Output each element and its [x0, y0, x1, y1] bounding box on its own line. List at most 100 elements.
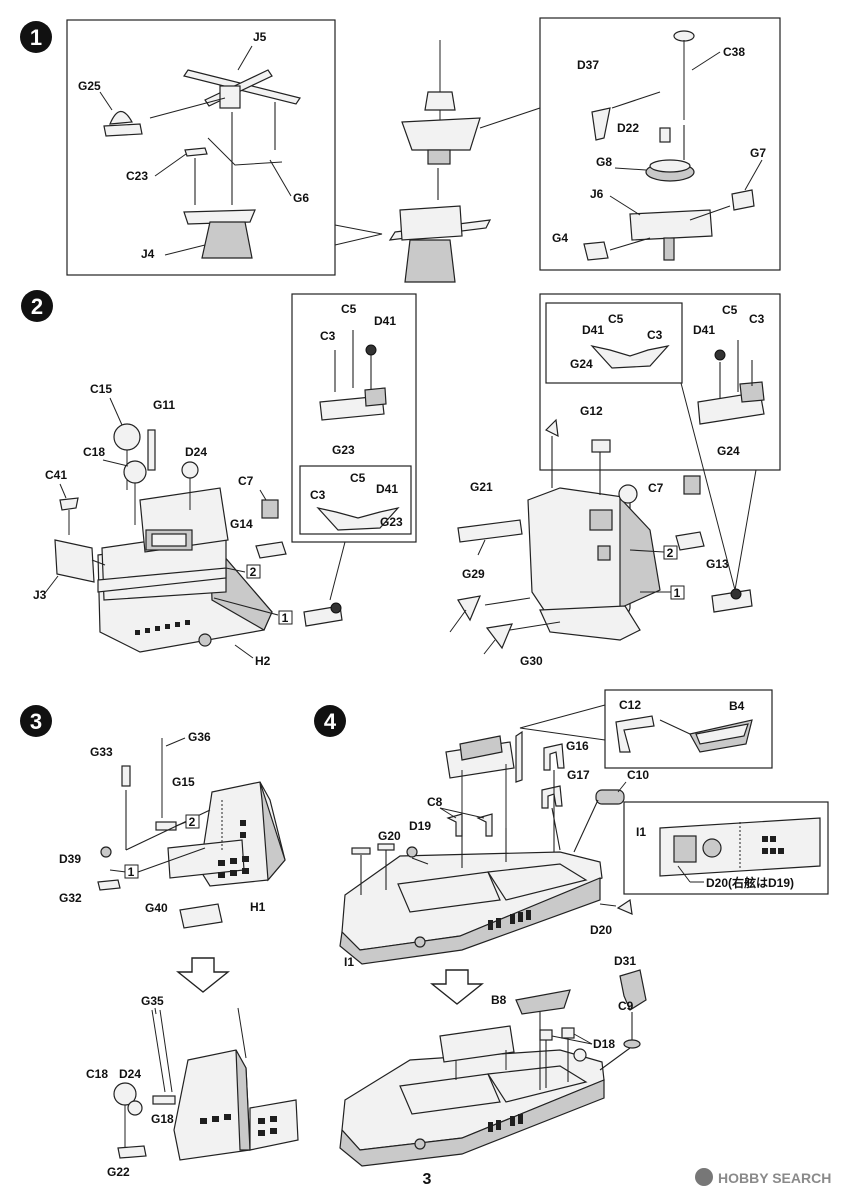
- step-3-badge: [20, 705, 52, 737]
- part-c38: [673, 30, 695, 120]
- callout-1-s3: 1: [128, 865, 135, 879]
- part-g7: [731, 189, 755, 211]
- part-subassembly-1-right: [711, 588, 753, 613]
- step-1-right-frame: [539, 17, 781, 271]
- label-g15: G15: [172, 775, 195, 789]
- step-2-number: 2: [31, 294, 43, 319]
- label-d19: D19: [409, 819, 431, 833]
- step-1-number: 1: [30, 25, 42, 50]
- callout-wedge-3: [519, 704, 606, 741]
- label-g16: G16: [566, 739, 589, 753]
- label-d24-s3: D24: [119, 1067, 141, 1081]
- part-h1: [167, 781, 286, 887]
- label-c15: C15: [90, 382, 112, 396]
- part-g20: [351, 843, 395, 855]
- label-g33: G33: [90, 745, 113, 759]
- label-g20: G20: [378, 829, 401, 843]
- step-4-detail-frame: [623, 801, 829, 895]
- part-i1-detail: [659, 817, 821, 877]
- part-g21: [457, 519, 523, 556]
- label-c10: C10: [627, 768, 649, 782]
- label-c23: C23: [126, 169, 148, 183]
- step-4-boat-frame: [604, 689, 773, 769]
- label-sub-d41: D41: [374, 314, 396, 328]
- label-c8: C8: [427, 795, 443, 809]
- label-g11: G11: [153, 398, 175, 412]
- callout-2: 2: [250, 565, 257, 579]
- step-2-sub-frame-left: [291, 293, 417, 543]
- label-g21: G21: [470, 480, 493, 494]
- callout-1-right: 1: [674, 586, 681, 600]
- part-g16: [543, 743, 565, 771]
- part-i1-deck: [339, 851, 603, 965]
- label-r-inset-d41: D41: [582, 323, 604, 337]
- label-detail-d20: D20(右舷はD19): [706, 875, 794, 890]
- label-c9: C9: [618, 999, 634, 1013]
- part-g32: [97, 879, 121, 891]
- part-g13: [675, 531, 705, 551]
- part-d31: [619, 969, 647, 1011]
- label-inset-c3: C3: [310, 488, 326, 502]
- callout-1: 1: [282, 611, 289, 625]
- step-1-left-frame: [66, 19, 336, 276]
- label-g18: G18: [151, 1112, 174, 1126]
- label-g30: G30: [520, 654, 543, 668]
- label-r-inset-g24: G24: [570, 357, 593, 371]
- label-g7: G7: [750, 146, 766, 160]
- part-g11: [147, 429, 156, 471]
- label-g29: G29: [462, 567, 485, 581]
- label-c41: C41: [45, 468, 67, 482]
- label-inset-g23: G23: [380, 515, 403, 529]
- label-g17: G17: [567, 768, 590, 782]
- callout-wedge-right: [479, 107, 541, 160]
- label-g8: G8: [596, 155, 612, 169]
- label-c38: C38: [723, 45, 745, 59]
- label-sub-c5: C5: [341, 302, 357, 316]
- part-d39: [100, 846, 112, 858]
- watermark: HOBBY SEARCH: [695, 1168, 831, 1186]
- callout-box-2-right: [663, 545, 678, 560]
- step-4-badge: [314, 705, 346, 737]
- part-subassembly-1: [303, 602, 343, 627]
- step-2-sub-frame-right: [539, 293, 781, 471]
- label-j5: J5: [253, 30, 267, 44]
- part-d37: [591, 107, 611, 141]
- label-h2: H2: [255, 654, 271, 668]
- label-g35: G35: [141, 994, 164, 1008]
- arrow: [149, 97, 226, 119]
- label-b4: B4: [729, 699, 745, 713]
- label-inset-d41: D41: [376, 482, 398, 496]
- part-c12: [615, 715, 655, 753]
- step-1-assembly: [388, 40, 492, 283]
- label-d20: D20: [590, 923, 612, 937]
- part-g24: [697, 381, 765, 425]
- label-inset-c5: C5: [350, 471, 366, 485]
- part-c23: [184, 147, 208, 157]
- step-2-inset-right: [545, 302, 683, 384]
- label-d31: D31: [614, 954, 636, 968]
- label-sub-g23: G23: [332, 443, 355, 457]
- arrow: [611, 91, 661, 109]
- part-upper-mast: [445, 730, 523, 830]
- label-c12: C12: [619, 698, 641, 712]
- arrow: [689, 205, 731, 221]
- callout-box-2: [246, 564, 261, 579]
- label-d37: D37: [577, 58, 599, 72]
- watermark-text: HOBBY SEARCH: [718, 1170, 831, 1186]
- part-g33: [121, 765, 131, 787]
- callout-2-s3: 2: [189, 815, 196, 829]
- label-d39: D39: [59, 852, 81, 866]
- part-c8: [446, 813, 493, 837]
- step-2-inset-left: [299, 465, 412, 535]
- label-g36: G36: [188, 730, 211, 744]
- part-g8: [645, 159, 695, 182]
- label-r-c3: C3: [749, 312, 765, 326]
- part-d20: [616, 898, 633, 915]
- part-c7-right: [683, 475, 701, 495]
- part-g30: [483, 623, 513, 655]
- label-detail-i1: I1: [636, 825, 646, 839]
- step-4-number: 4: [324, 709, 337, 734]
- down-arrow-icon: [176, 957, 230, 993]
- step-3-result: [113, 1007, 299, 1161]
- label-d24: D24: [185, 445, 207, 459]
